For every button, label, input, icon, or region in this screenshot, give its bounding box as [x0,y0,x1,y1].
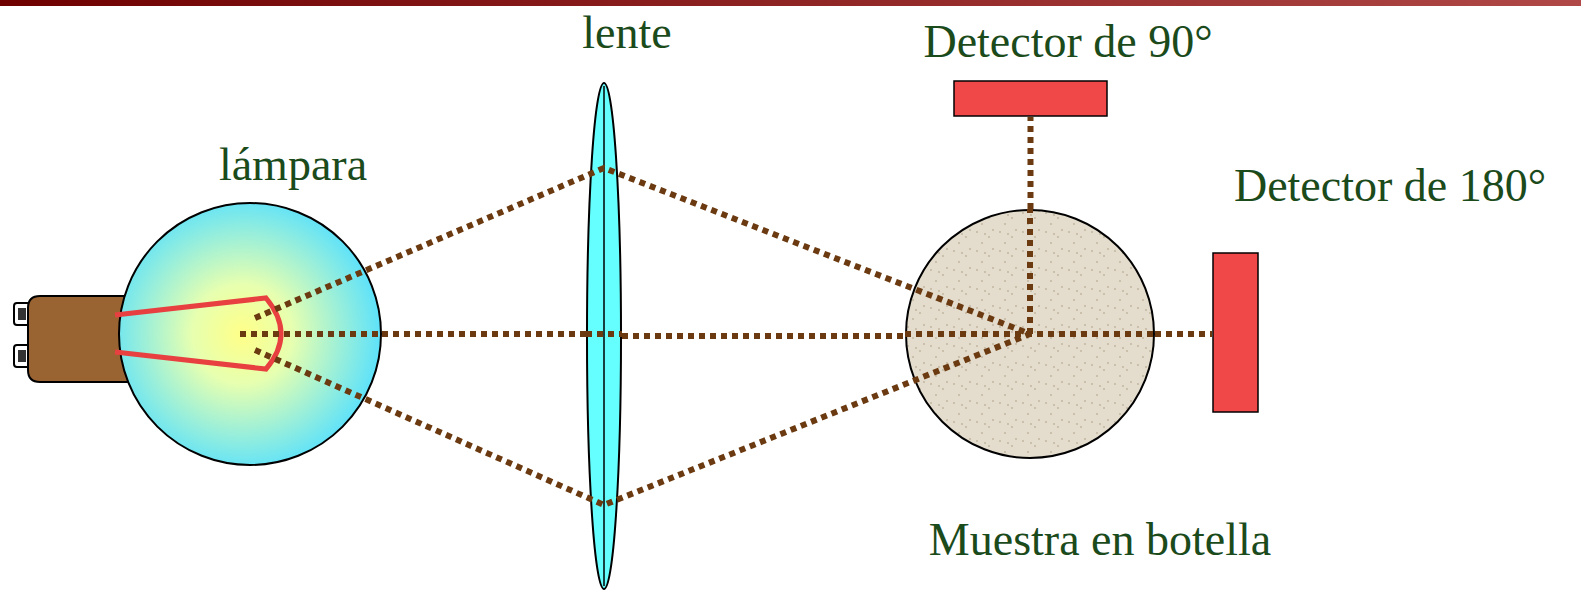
lamp-shape [118,202,382,466]
detector-90-shape [953,80,1108,117]
node-label: Detector de 180° [1234,161,1546,212]
node-label: lámpara [219,140,367,191]
light-ray [1027,209,1033,334]
light-ray [586,331,622,337]
detector-180-shape [1212,252,1259,413]
light-ray [905,331,1155,337]
lens: lente [586,82,622,590]
node-label: Detector de 90° [923,17,1212,68]
light-path [1028,117,1034,209]
light-ray [255,168,1030,334]
lamp: lámpara [118,202,382,466]
light-ray [255,334,1030,505]
detector-180: Detector de 180° [1212,252,1259,413]
header-bar [0,0,1581,6]
detector-90: Detector de 90° [953,80,1108,117]
sample-bottle: Muestra en botella [905,209,1155,459]
light-ray [240,331,382,337]
light-path [1155,331,1212,337]
sample-bottle-shape [905,209,1155,459]
node-label: lente [582,8,671,59]
node-label: Muestra en botella [929,515,1271,566]
light-path [382,331,586,337]
lens-shape [586,82,622,590]
filament [115,298,281,369]
light-path [622,333,905,339]
